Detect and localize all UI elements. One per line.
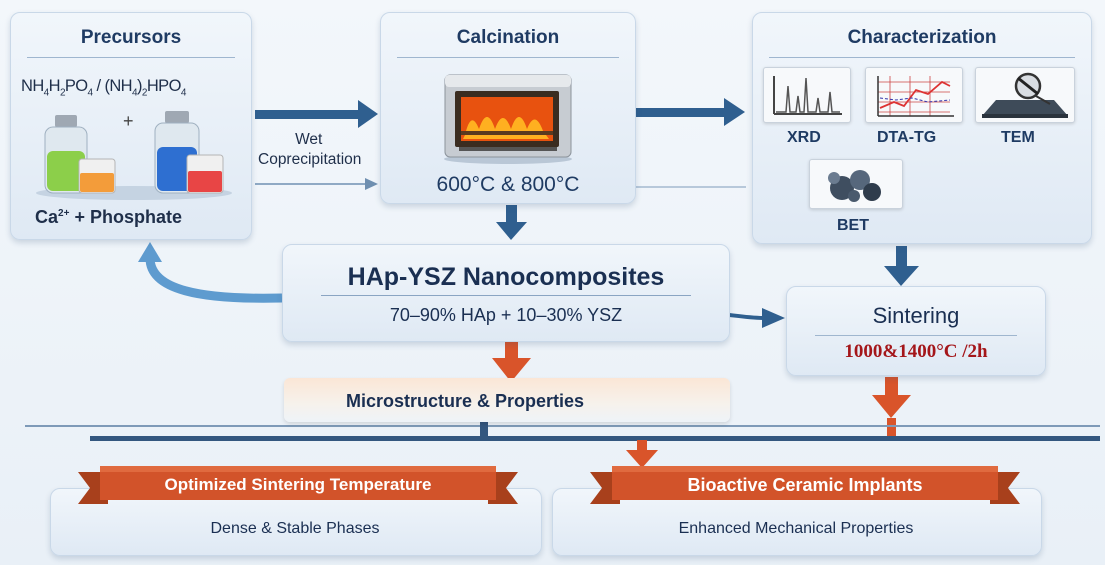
- sintering-conditions: 1000&1400°C /2h: [844, 341, 988, 362]
- arrow-calcination-to-nanocomposites: [496, 205, 527, 240]
- technique-label-xrd: XRD: [787, 129, 821, 146]
- tem-microscope-icon: [982, 72, 1068, 118]
- arrow-sintering-down: [872, 377, 911, 438]
- calcination-title-rule: [397, 57, 619, 58]
- nanocomposites-composition: 70–90% HAp + 10–30% YSZ: [389, 305, 623, 325]
- technique-label-dta-tg: DTA-TG: [877, 129, 937, 146]
- thin-connector-line: [636, 186, 746, 188]
- divider-tick: [480, 421, 488, 439]
- sintering-title: Sintering: [872, 303, 960, 328]
- arrow-wet-coprecipitation: [255, 178, 378, 190]
- nanocomposites-title: HAp-YSZ Nanocomposites: [347, 263, 665, 291]
- arrow-to-outcomes: [626, 440, 658, 468]
- tem-card: [975, 67, 1075, 123]
- dta-tg-graph-icon: [877, 76, 954, 117]
- xrd-pattern-icon: [773, 76, 842, 115]
- characterization-title-rule: [769, 57, 1075, 58]
- calcination-temperatures: 600°C & 800°C: [436, 173, 580, 196]
- precursor-plus: +: [123, 111, 134, 131]
- outcome-ribbon-2: Bioactive Ceramic Implants: [687, 475, 923, 495]
- xrd-card: [763, 67, 851, 123]
- dta-tg-card: [865, 67, 963, 123]
- technique-label-tem: TEM: [1001, 129, 1035, 146]
- precursor-formulas: NH4H2PO4 / (NH4)2HPO4: [21, 77, 186, 99]
- precursors-panel: Precursors NH4H2PO4 / (NH4)2HPO4 + Ca2+ …: [10, 12, 252, 240]
- microstructure-band: [284, 378, 730, 422]
- calcination-title: Calcination: [456, 27, 560, 48]
- technique-label-bet: BET: [837, 217, 869, 234]
- bet-particles-icon: [828, 170, 881, 202]
- outcome-detail-1: Dense & Stable Phases: [210, 520, 380, 537]
- divider-line-main: [90, 436, 1100, 441]
- reagent-bottles-icon: [36, 111, 232, 200]
- outcome-detail-2: Enhanced Mechanical Properties: [678, 520, 914, 537]
- nanocomposites-panel: HAp-YSZ Nanocomposites 70–90% HAp + 10–3…: [282, 244, 730, 342]
- outcome-ribbon-1: Optimized Sintering Temperature: [164, 475, 432, 494]
- nanocomposites-title-rule: [321, 295, 691, 296]
- arrow-nanocomposites-to-microstructure: [492, 342, 531, 382]
- sintering-panel: Sintering 1000&1400°C /2h: [786, 286, 1046, 376]
- characterization-panel: Characterization: [752, 12, 1092, 244]
- sintering-title-rule: [815, 335, 1017, 336]
- bet-card: [809, 159, 903, 209]
- precursor-calcium-phosphate: Ca2+ + Phosphate: [35, 207, 182, 227]
- arrow-feedback-to-precursors: [138, 242, 283, 303]
- arrow-precursors-to-calcination: [255, 100, 378, 128]
- ribbon-2: [590, 466, 1020, 504]
- precursors-title: Precursors: [80, 27, 182, 48]
- arrow-calcination-to-characterization: [636, 98, 745, 126]
- precursors-title-rule: [27, 57, 235, 58]
- wet-coprecipitation-label: Wet Coprecipitation: [258, 131, 362, 168]
- characterization-title: Characterization: [847, 27, 997, 48]
- arrow-characterization-to-sintering: [884, 246, 919, 286]
- furnace-icon: [444, 74, 572, 164]
- ribbon-1: [78, 466, 518, 504]
- microstructure-label: Microstructure & Properties: [345, 391, 585, 411]
- calcination-panel: Calcination 600°C & 800°C: [380, 12, 636, 204]
- divider-line-upper: [25, 425, 1100, 427]
